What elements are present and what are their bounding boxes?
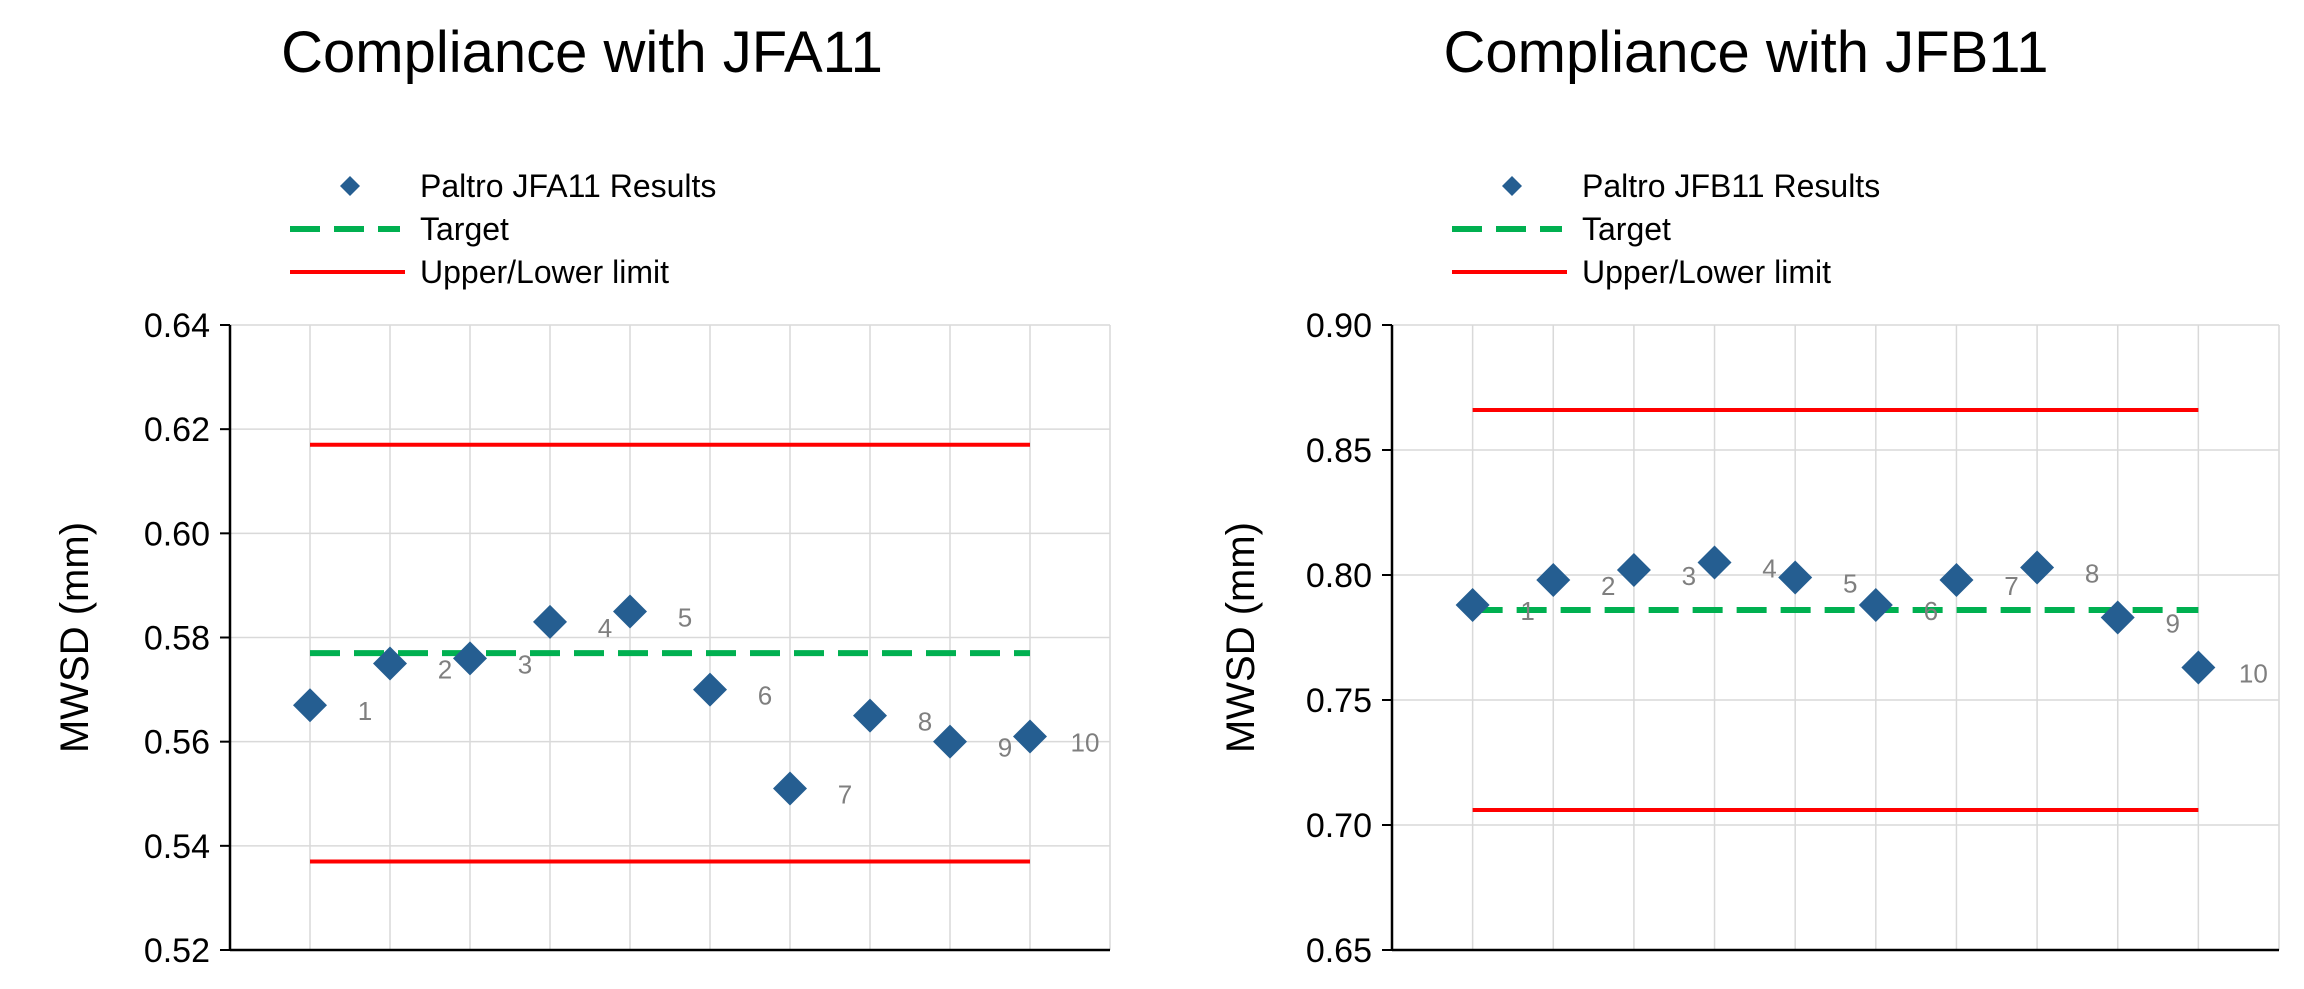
data-point [1858, 588, 1893, 622]
data-label: 9 [2165, 609, 2179, 639]
data-label: 2 [438, 655, 452, 685]
data-label: 1 [358, 696, 372, 726]
data-point [1455, 588, 1490, 622]
data-label: 5 [678, 602, 692, 632]
legend-label: Upper/Lower limit [420, 254, 669, 290]
y-tick-label: 0.65 [1306, 932, 1372, 970]
data-point [1697, 545, 1732, 580]
y-tick-label: 0.54 [144, 828, 210, 866]
y-tick-label: 0.70 [1306, 807, 1372, 845]
y-tick-label: 0.75 [1306, 682, 1372, 720]
data-label: 4 [598, 613, 612, 643]
data-point [1778, 560, 1813, 595]
data-label: 1 [1520, 596, 1534, 626]
y-tick-label: 0.60 [144, 515, 210, 553]
chart-2: Compliance with JFB11 0.65 0.70 0.75 0.80 0.8… [1219, 20, 2280, 970]
data-label: 5 [1843, 569, 1857, 599]
y-tick-label: 0.52 [144, 932, 210, 970]
data-label: 9 [998, 733, 1012, 763]
data-label: 6 [758, 681, 772, 711]
y-axis-label: MWSD (mm) [1219, 522, 1263, 753]
data-label: 10 [2239, 659, 2268, 689]
legend-label: Target [420, 211, 509, 247]
data-point [853, 698, 887, 733]
data-point [533, 604, 567, 639]
data-point [1939, 563, 1974, 597]
data-point [2100, 600, 2135, 635]
chart-title: Compliance with JFB11 [1444, 20, 2049, 85]
data-label: 3 [518, 649, 532, 679]
data-label: 2 [1601, 571, 1615, 601]
legend-marker [340, 176, 360, 196]
chart-title: Compliance with JFA11 [281, 20, 883, 85]
y-tick-label: 0.90 [1306, 307, 1372, 345]
data-point [373, 646, 407, 681]
data-point [453, 641, 487, 676]
data-point [613, 594, 647, 629]
data-label: 8 [918, 707, 932, 737]
data-point [693, 672, 727, 707]
data-point [293, 688, 327, 723]
legend-label: Paltro JFA11 Results [420, 168, 716, 204]
y-tick-label: 0.58 [144, 620, 210, 658]
y-tick-label: 0.64 [144, 307, 210, 345]
legend-label: Upper/Lower limit [1582, 254, 1831, 290]
legend-marker [1502, 176, 1522, 196]
data-point [2181, 650, 2216, 685]
data-label: 10 [1071, 727, 1100, 757]
data-label: 3 [1682, 561, 1696, 591]
data-point [933, 724, 967, 759]
y-tick-label: 0.56 [144, 724, 210, 762]
data-label: 7 [838, 780, 852, 810]
y-axis-label: MWSD (mm) [53, 522, 97, 753]
y-tick-label: 0.62 [144, 411, 210, 449]
data-point [2020, 550, 2055, 585]
data-point [1616, 553, 1651, 587]
data-point [1013, 719, 1047, 754]
data-label: 7 [2004, 571, 2018, 601]
legend-label: Target [1582, 211, 1671, 247]
legend-label: Paltro JFB11 Results [1582, 168, 1880, 204]
y-tick-label: 0.85 [1306, 432, 1372, 470]
data-label: 6 [1924, 596, 1938, 626]
y-tick-label: 0.80 [1306, 557, 1372, 595]
data-label: 8 [2085, 559, 2099, 589]
data-point [1536, 563, 1571, 597]
data-label: 4 [1762, 554, 1776, 584]
chart-1: Compliance with JFA11 0.52 0.54 0.56 0.58 0.6… [53, 20, 1111, 970]
data-point [773, 771, 807, 806]
